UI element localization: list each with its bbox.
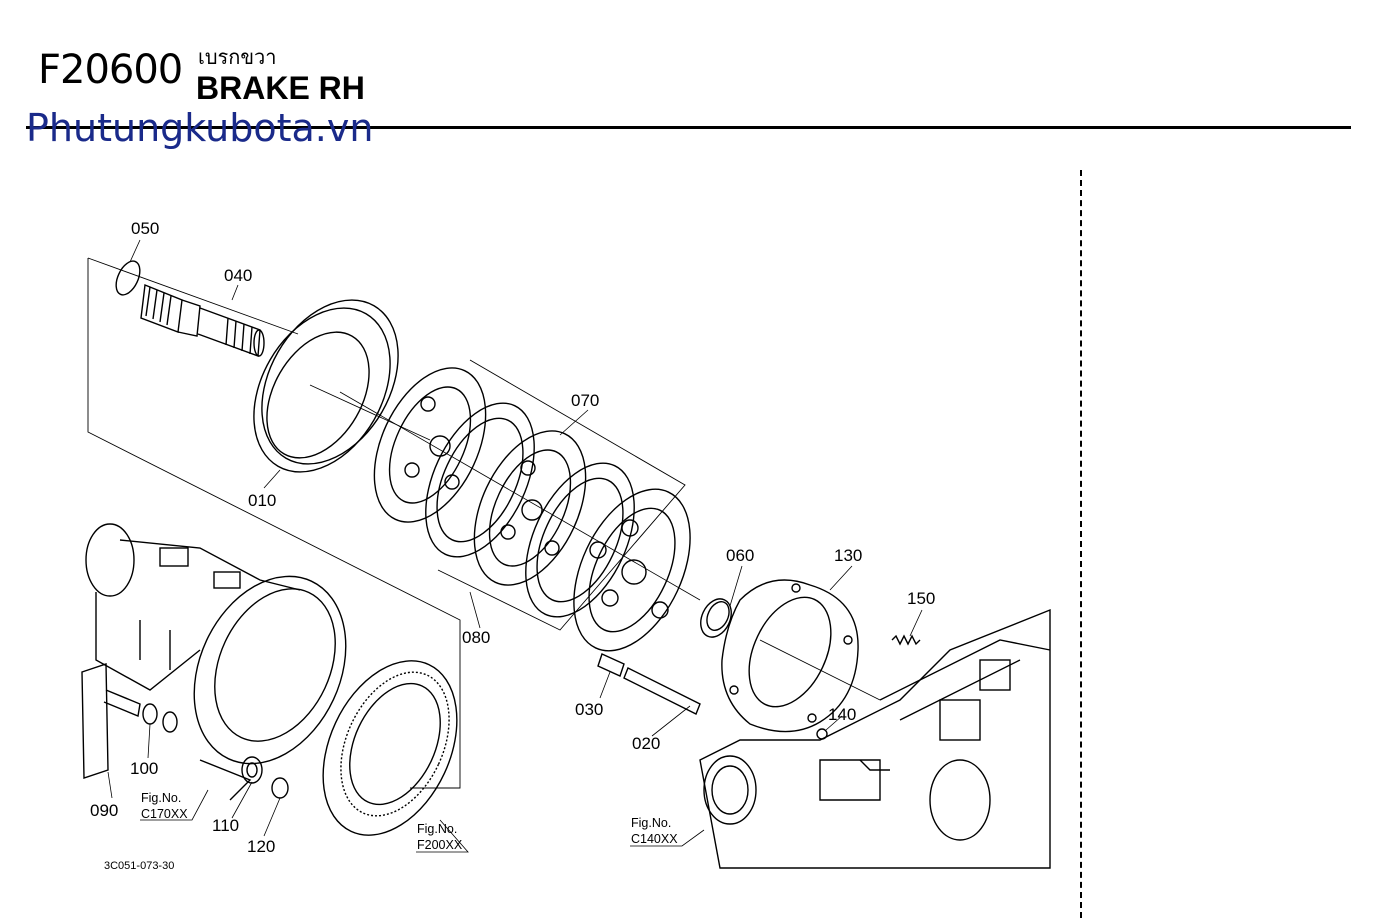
o-rings-100 xyxy=(142,703,178,733)
ref-c170-label: Fig.No. xyxy=(141,791,181,805)
brake-lever-090 xyxy=(81,663,141,779)
ref-f200-code: F200XX xyxy=(417,838,463,852)
part-label-020: 020 xyxy=(632,734,660,753)
axle-housing xyxy=(85,523,347,801)
part-label-040: 040 xyxy=(224,266,252,285)
part-label-140: 140 xyxy=(828,705,856,724)
cam-plate-130 xyxy=(721,579,881,733)
part-label-120: 120 xyxy=(247,837,275,856)
watermark: Phutungkubota.vn xyxy=(26,106,374,150)
ref-c140-label: Fig.No. xyxy=(631,816,671,830)
part-label-100: 100 xyxy=(130,759,158,778)
o-ring-050 xyxy=(115,260,141,296)
brake-drum-010 xyxy=(253,299,431,473)
snap-ring-060 xyxy=(700,598,732,638)
pin-030 xyxy=(597,653,625,677)
part-label-110: 110 xyxy=(212,816,239,835)
brake-plates-070-080 xyxy=(339,367,701,652)
part-label-030: 030 xyxy=(575,700,603,719)
part-label-090: 090 xyxy=(90,801,118,820)
rod-020 xyxy=(623,667,701,715)
figure-title-thai: เบรกขวา xyxy=(198,45,277,69)
shaft-040 xyxy=(140,284,265,357)
part-label-080: 080 xyxy=(462,628,490,647)
drawing-number: 3C051-073-30 xyxy=(104,860,174,872)
part-label-150: 150 xyxy=(907,589,935,608)
dashed-divider xyxy=(1080,170,1082,918)
part-label-130: 130 xyxy=(834,546,862,565)
lever-110 xyxy=(241,756,263,784)
ref-f200-label: Fig.No. xyxy=(417,822,457,836)
ref-c140-code: C140XX xyxy=(631,832,678,846)
header-rule xyxy=(26,126,1351,129)
ref-c170-code: C170XX xyxy=(141,807,188,821)
figure-title: BRAKE RH xyxy=(196,70,365,106)
part-label-050: 050 xyxy=(131,219,159,238)
transmission-case xyxy=(699,608,1051,869)
figure-code: F20600 xyxy=(38,47,183,93)
part-label-070: 070 xyxy=(571,391,599,410)
spring-150 xyxy=(891,634,921,646)
part-label-060: 060 xyxy=(726,546,754,565)
part-label-010: 010 xyxy=(248,491,276,510)
snap-ring-120 xyxy=(271,777,289,799)
ring-gear xyxy=(322,660,458,836)
